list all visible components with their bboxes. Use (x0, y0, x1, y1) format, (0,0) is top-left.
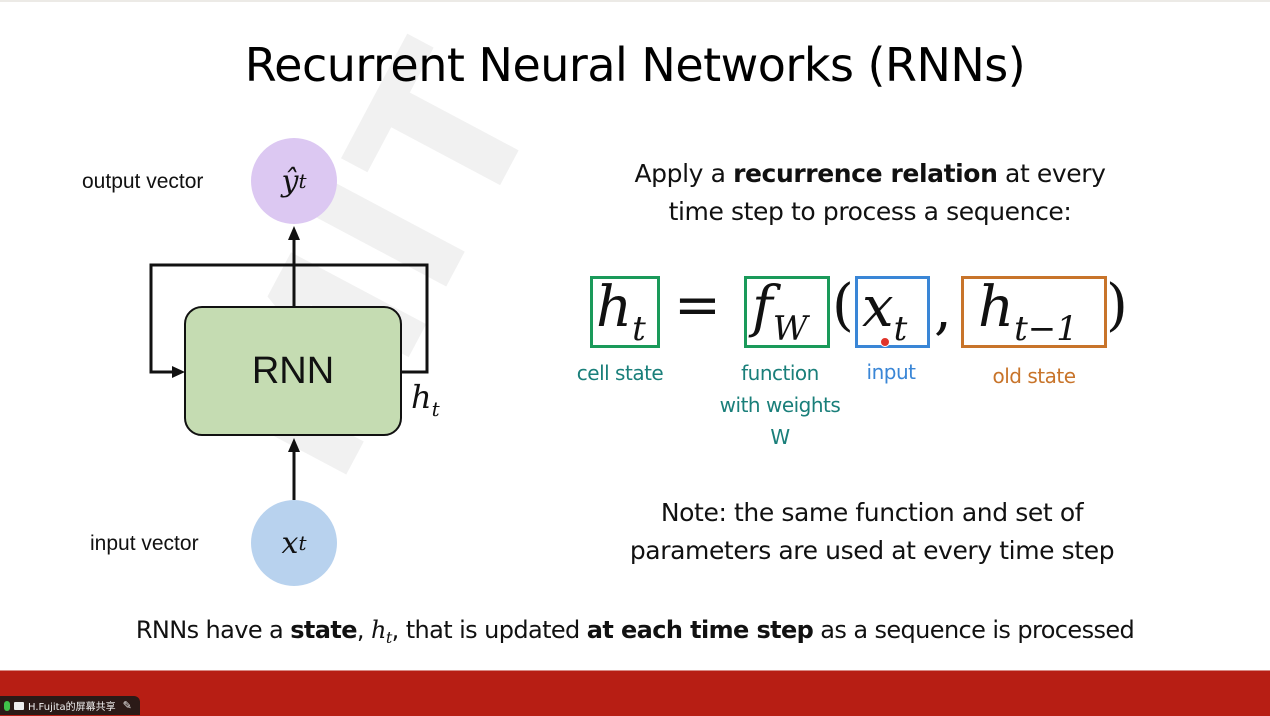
screen-share-indicator[interactable]: H.Fujita的屏幕共享 ✎ (0, 696, 140, 715)
intro-bold: recurrence relation (733, 159, 998, 188)
diagram-wires (149, 226, 429, 500)
output-symbol: ŷ (281, 163, 299, 199)
screen-share-icon (14, 701, 24, 710)
caption-cell-state: cell state (576, 361, 664, 385)
note-line1: Note: the same function and set of (660, 498, 1084, 527)
microphone-icon[interactable] (4, 700, 10, 711)
function-box (744, 276, 830, 348)
slide: MIT 6.S191 Recurrent Neural Networks (RN… (0, 0, 1270, 647)
eq-arg2-subscript: t−1 (1014, 309, 1078, 349)
presenter-pointer (880, 337, 890, 347)
eq-arg1-subscript: t (893, 309, 908, 349)
intro-pre: Apply a (634, 159, 734, 188)
note-line2: parameters are used at every time step (629, 536, 1115, 565)
slide-footer-bar (0, 670, 1270, 716)
cell-state-box (590, 276, 660, 348)
eq-arg1-symbol: x (862, 275, 894, 340)
summary-part1: RNNs have a (135, 616, 291, 644)
screen-share-label: H.Fujita的屏幕共享 (28, 702, 116, 713)
eq-func: fW (752, 278, 808, 359)
input-box (855, 276, 930, 348)
hidden-state-symbol: h (411, 378, 432, 416)
hidden-state-subscript: t (431, 397, 440, 421)
caption-old-state: old state (992, 364, 1076, 388)
caption-function-line2: with weights (719, 393, 841, 417)
summary-line: RNNs have a state, ht, that is updated a… (0, 616, 1270, 647)
intro-line2: time step to process a sequence: (668, 197, 1072, 226)
recurrence-arrowhead (172, 366, 185, 378)
caption-input: input (866, 360, 916, 384)
eq-equals: = (674, 273, 721, 338)
input-arrowhead (288, 438, 300, 452)
rnn-box: RNN (184, 306, 402, 436)
caption-function-line1: function (741, 361, 819, 385)
intro-post: at every (997, 159, 1106, 188)
input-symbol: x (281, 525, 299, 561)
slide-top-border (0, 0, 1270, 2)
summary-subscript: t (385, 628, 392, 647)
summary-bold-time: at each time step (586, 616, 814, 644)
summary-part2: , (356, 616, 371, 644)
eq-arg2-symbol: h (978, 275, 1015, 340)
output-subscript: t (298, 169, 307, 193)
eq-func-symbol: f (752, 275, 773, 340)
summary-part3: , that is updated (391, 616, 587, 644)
caption-function-line3: W (770, 425, 790, 449)
eq-lhs: ht (596, 278, 646, 359)
eq-lhs-subscript: t (632, 309, 646, 349)
old-state-box (961, 276, 1107, 348)
eq-arg1: xt (862, 278, 907, 359)
recurrence-intro: Apply a recurrence relation at every tim… (600, 155, 1140, 231)
eq-func-subscript: W (772, 309, 808, 349)
output-arrowhead (288, 226, 300, 240)
summary-bold-state: state (290, 616, 357, 644)
input-vector-label: input vector (90, 532, 199, 555)
eq-lhs-symbol: h (596, 275, 633, 340)
annotate-pen-icon[interactable]: ✎ (122, 699, 132, 712)
note-text: Note: the same function and set of param… (602, 494, 1142, 570)
eq-arg2: ht−1 (978, 278, 1078, 359)
slide-title: Recurrent Neural Networks (RNNs) (244, 38, 1026, 92)
recurrence-loop (149, 263, 429, 374)
summary-part4: as a sequence is processed (813, 616, 1135, 644)
input-subscript: t (298, 531, 307, 555)
eq-close-paren: ) (1106, 273, 1128, 338)
output-vector-label: output vector (82, 170, 204, 193)
caption-function: function with weights W (700, 357, 860, 453)
eq-open-paren: ( (832, 273, 854, 338)
summary-symbol: h (370, 616, 386, 644)
hidden-state-label: ht (411, 378, 440, 421)
eq-comma: , (934, 277, 952, 342)
